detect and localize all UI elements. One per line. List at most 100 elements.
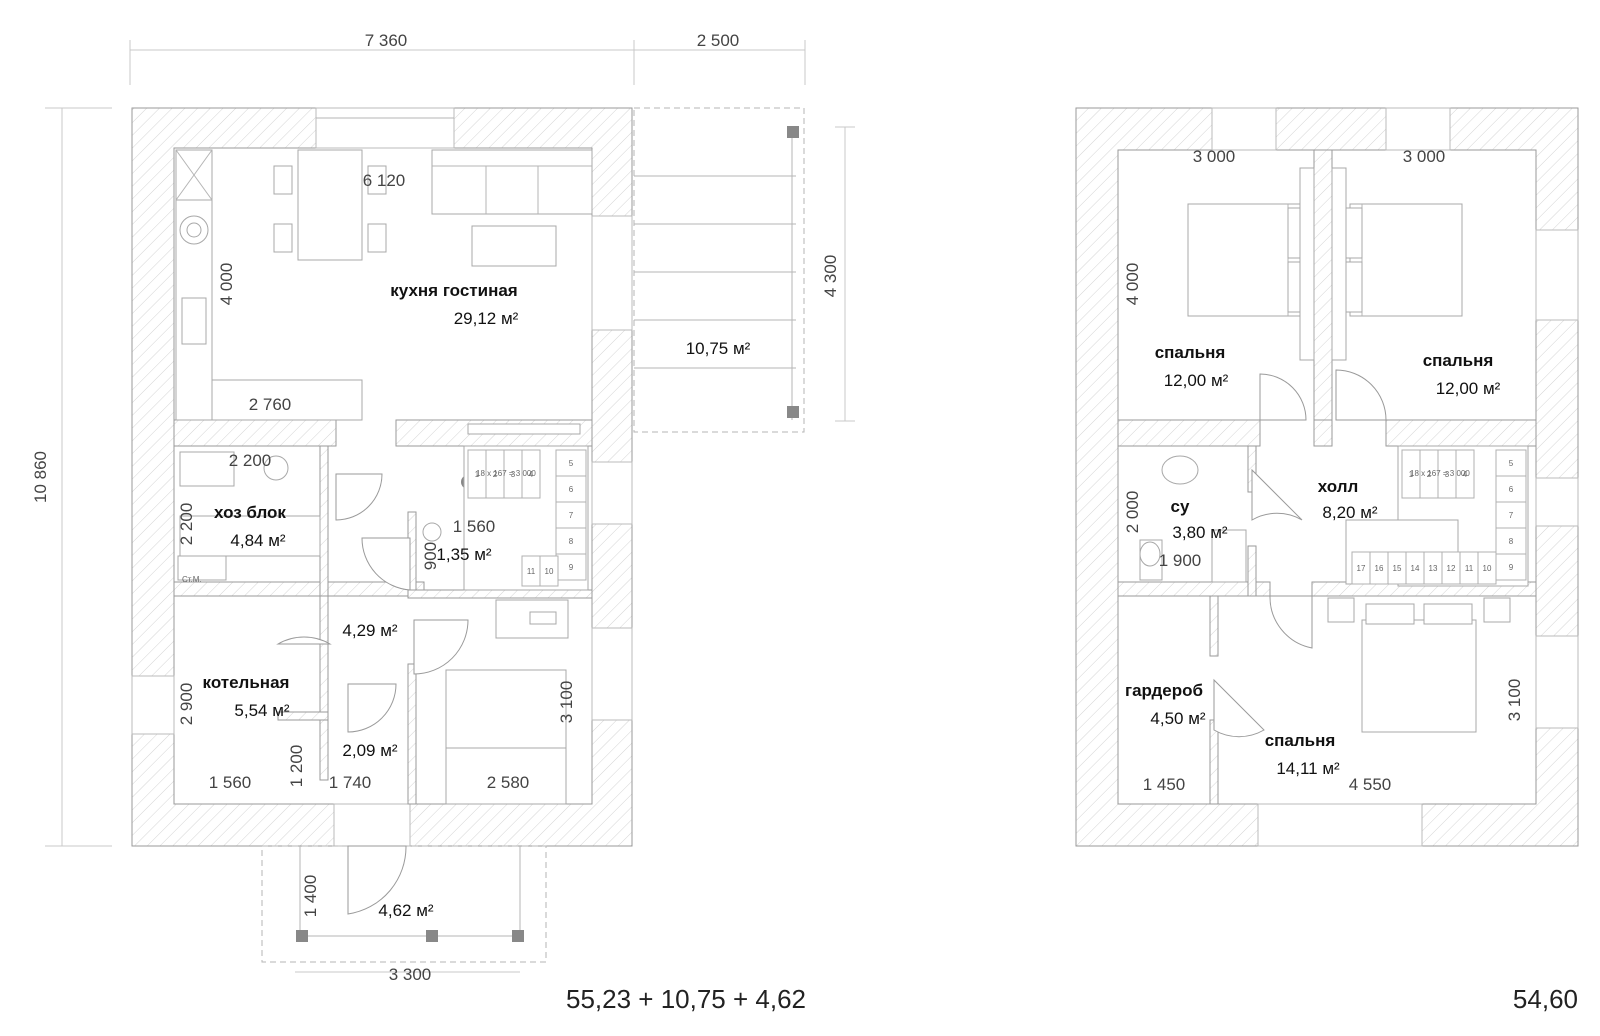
ground-stair-step-number: 6 <box>569 485 574 494</box>
bath-width-dim: 1 900 <box>1159 551 1202 570</box>
bedroom-width-dim: 2 580 <box>487 773 530 792</box>
kitchen-counter-dim: 2 760 <box>249 395 292 414</box>
coffee-table <box>471 225 557 267</box>
upper-floor-doors <box>1213 369 1387 738</box>
bath-area: 3,80 м² <box>1172 523 1227 542</box>
kitchen-room-area: 29,12 м² <box>454 309 519 328</box>
bedroom2-width-dim: 3 000 <box>1403 147 1446 166</box>
boiler-depth-dim: 2 900 <box>177 683 196 726</box>
kitchen-furniture <box>175 149 593 435</box>
vestibule-width-dim: 1 740 <box>329 773 372 792</box>
ground-floor-dimension-lines <box>45 40 855 973</box>
ground-stair-step-number: 8 <box>569 537 574 546</box>
ground-stair-step-number: 5 <box>569 459 574 468</box>
stair-note: 18 х 167 = 3 000 <box>476 469 536 478</box>
porch <box>261 845 547 963</box>
ground-stair-tread <box>521 449 541 499</box>
upper-stair-tread <box>1495 527 1527 555</box>
bedroom2-area: 12,00 м² <box>1436 379 1501 398</box>
bath-name: су <box>1171 497 1190 516</box>
ground-floor-doors <box>276 473 469 915</box>
bedroom3-name: спальня <box>1265 731 1336 750</box>
hall-name: холл <box>1318 477 1359 496</box>
porch-depth-dim: 1 400 <box>301 875 320 918</box>
terrace <box>633 107 805 433</box>
utility-depth-dim: 2 200 <box>177 503 196 546</box>
ground-stair-step-number: 1 <box>475 470 480 479</box>
bedroom3-depth-dim: 3 100 <box>1505 679 1524 722</box>
dining-table <box>297 149 363 261</box>
upper-stair-step-number: 6 <box>1509 485 1514 494</box>
overall-width-dim: 7 360 <box>365 31 408 50</box>
utility-fixtures <box>177 451 569 639</box>
upper-stair-step-number: 15 <box>1393 564 1402 573</box>
upper-stair-step-number: 10 <box>1483 564 1492 573</box>
upper-stair-note: 18 х 167 = 3 000 <box>1410 469 1470 478</box>
upper-stair-step-number: 9 <box>1509 563 1514 572</box>
upper-stair-step-number: 1 <box>1409 470 1414 479</box>
ground-stair-tread <box>555 449 587 477</box>
bedroom1-name: спальня <box>1155 343 1226 362</box>
bedroom1-area: 12,00 м² <box>1164 371 1229 390</box>
ground-floor-interior-walls <box>173 419 593 805</box>
vestibule-area: 2,09 м² <box>342 741 397 760</box>
utility-room-area: 4,84 м² <box>230 531 285 550</box>
terrace-area: 10,75 м² <box>686 339 751 358</box>
upper-stair-step-number: 2 <box>1427 470 1432 479</box>
wardrobe-name: гардероб <box>1125 681 1203 700</box>
ground-stair-step-number: 3 <box>511 470 516 479</box>
bath-depth-dim: 2 000 <box>1123 491 1142 534</box>
kitchen-width-dim: 6 120 <box>363 171 406 190</box>
upper-stair-tread <box>1351 551 1371 585</box>
hall-area: 8,20 м² <box>1322 503 1377 522</box>
hall-area: 4,29 м² <box>342 621 397 640</box>
upper-stair-step-number: 13 <box>1429 564 1438 573</box>
utility-width-dim: 2 200 <box>229 451 272 470</box>
upper-stair-step-number: 11 <box>1465 564 1474 573</box>
porch-area: 4,62 м² <box>378 901 433 920</box>
wc-depth-dim: 900 <box>421 542 440 570</box>
ground-stair-step-number: 10 <box>545 567 554 576</box>
bedroom-depth-dim: 3 100 <box>557 681 576 724</box>
ground-stair-tread <box>521 555 541 587</box>
porch-width-dim: 3 300 <box>389 965 432 984</box>
upper-stair-tread <box>1495 449 1527 477</box>
upper-stair-tread <box>1495 553 1527 581</box>
ground-bedroom-furniture <box>445 669 567 805</box>
ground-stair-step-number: 7 <box>569 511 574 520</box>
upper-stair-step-number: 3 <box>1445 470 1450 479</box>
upper-stair-step-number: 14 <box>1411 564 1420 573</box>
ground-stair-step-number: 11 <box>527 567 536 576</box>
wc-width-dim: 1 560 <box>453 517 496 536</box>
wardrobe-width-dim: 1 450 <box>1143 775 1186 794</box>
tv-stand <box>467 423 581 435</box>
upper-stair-step-number: 16 <box>1375 564 1384 573</box>
boiler-room-area: 5,54 м² <box>234 701 289 720</box>
upper-stair-tread <box>1455 449 1475 499</box>
ground-stair-step-number: 4 <box>529 470 534 479</box>
bedroom2-name: спальня <box>1423 351 1494 370</box>
ground-stair-step-number: 2 <box>493 470 498 479</box>
ground-stair-step-number: 9 <box>569 563 574 572</box>
bedroom3-area: 14,11 м² <box>1276 759 1340 778</box>
kitchen-room-name: кухня гостиная <box>390 281 517 300</box>
bedroom-depth-dim: 4 000 <box>1123 263 1142 306</box>
ground-floor-staircase: 1 2 3 4 5 6 7 8 9 10 11 <box>463 445 589 591</box>
terrace-depth-dim: 4 300 <box>821 255 840 298</box>
sofa <box>431 149 593 215</box>
boiler-room-name: котельная <box>203 673 290 692</box>
ground-stair-tread <box>555 553 587 581</box>
ground-stair-tread <box>555 475 587 503</box>
upper-floor-total-area: 54,60 <box>1513 984 1578 1014</box>
ground-stair-tread <box>555 527 587 555</box>
upper-stair-step-number: 17 <box>1357 564 1366 573</box>
upper-bedroom-furniture <box>1187 167 1511 733</box>
upper-stair-step-number: 7 <box>1509 511 1514 520</box>
upper-stair-step-number: 8 <box>1509 537 1514 546</box>
wardrobe-area: 4,50 м² <box>1150 709 1205 728</box>
bedroom3-width-dim: 4 550 <box>1349 775 1392 794</box>
